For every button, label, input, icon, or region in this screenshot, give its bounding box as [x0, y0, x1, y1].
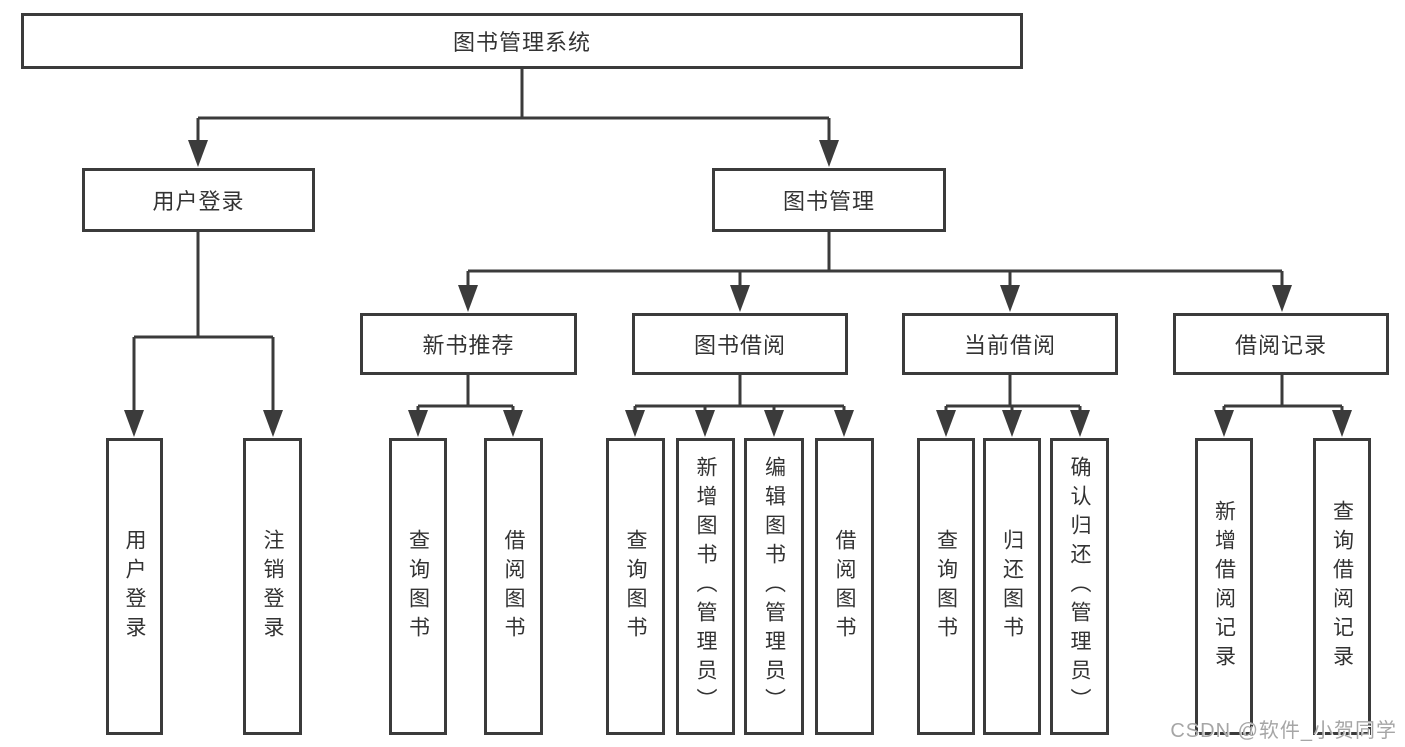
arrow-icon [730, 285, 750, 312]
arrow-icon [1272, 285, 1292, 312]
arrow-icon [1332, 410, 1352, 437]
arrow-icon [124, 410, 144, 437]
arrow-icon [188, 140, 208, 167]
arrow-icon [1002, 410, 1022, 437]
arrow-icon [834, 410, 854, 437]
node-leaf-bb-add-book-admin: 新增图书（管理员） [676, 438, 735, 735]
node-leaf-cb-return-book: 归还图书 [983, 438, 1041, 735]
node-leaf-nb-borrow-book: 借阅图书 [484, 438, 543, 735]
arrow-icon [764, 410, 784, 437]
node-book-management: 图书管理 [712, 168, 946, 232]
node-leaf-bb-edit-book-admin: 编辑图书（管理员） [744, 438, 804, 735]
node-leaf-cb-query-book: 查询图书 [917, 438, 975, 735]
arrow-icon [458, 285, 478, 312]
node-leaf-bb-borrow-book: 借阅图书 [815, 438, 874, 735]
node-new-book-recommend: 新书推荐 [360, 313, 577, 375]
arrow-icon [695, 410, 715, 437]
node-leaf-br-query-record: 查询借阅记录 [1313, 438, 1371, 735]
csdn-watermark: CSDN @软件_小贺同学 [1170, 720, 1397, 742]
node-user-login: 用户登录 [82, 168, 315, 232]
arrow-icon [408, 410, 428, 437]
connector-bookborrow-to-leaves [633, 375, 846, 418]
node-book-borrow: 图书借阅 [632, 313, 848, 375]
arrow-icon [263, 410, 283, 437]
connector-root-to-level2 [196, 69, 831, 150]
arrow-icon [625, 410, 645, 437]
connector-borrowrecord-to-leaves [1222, 375, 1344, 418]
node-leaf-cb-confirm-return-admin: 确认归还（管理员） [1050, 438, 1109, 735]
node-borrow-record: 借阅记录 [1173, 313, 1389, 375]
arrow-icon [1070, 410, 1090, 437]
arrow-icon [936, 410, 956, 437]
node-leaf-br-add-record: 新增借阅记录 [1195, 438, 1253, 735]
connector-newbook-to-leaves [416, 375, 515, 418]
node-root: 图书管理系统 [21, 13, 1023, 69]
arrow-icon [819, 140, 839, 167]
node-leaf-nb-query-book: 查询图书 [389, 438, 447, 735]
node-leaf-logout: 注销登录 [243, 438, 302, 735]
connector-currentborrow-to-leaves [944, 375, 1082, 418]
connector-bookmgmt-to-level3 [466, 232, 1284, 293]
node-current-borrow: 当前借阅 [902, 313, 1118, 375]
connector-userlogin-to-leaves [132, 232, 275, 418]
node-leaf-bb-query-book: 查询图书 [606, 438, 665, 735]
node-leaf-user-login: 用户登录 [106, 438, 163, 735]
arrow-icon [1000, 285, 1020, 312]
arrow-icon [1214, 410, 1234, 437]
arrow-icon [503, 410, 523, 437]
